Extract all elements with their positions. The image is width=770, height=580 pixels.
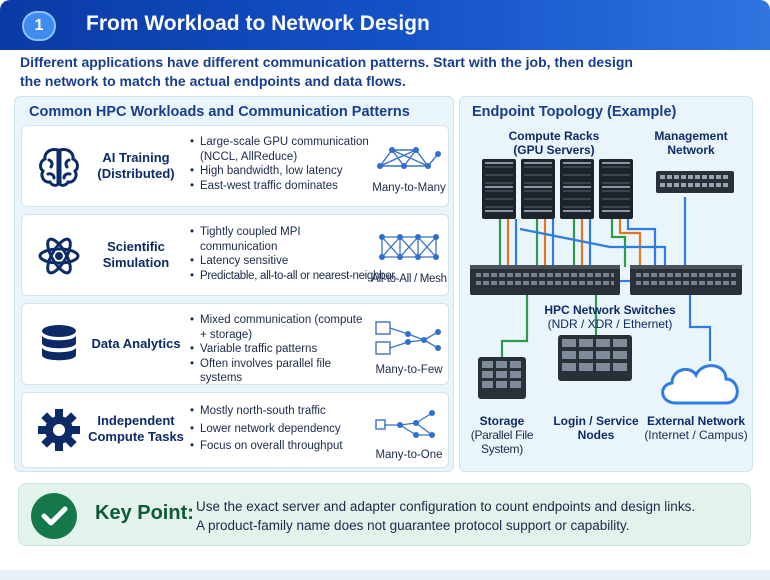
bullet-item: Focus on overall throughput <box>190 439 370 454</box>
label-line: Management <box>654 129 728 143</box>
many-to-few-pattern-diagram <box>375 321 441 355</box>
checkmark-icon <box>31 493 77 539</box>
label-line: (Parallel File System) <box>470 428 534 456</box>
management-switch-icon <box>656 171 734 193</box>
pattern-label: Many-to-Few <box>375 364 443 376</box>
workload-card-ai-training: AI Training (Distributed) Large-scale GP… <box>21 125 449 207</box>
label-line: Nodes <box>577 428 615 442</box>
workload-name-data-analytics: Data Analytics <box>88 336 184 352</box>
workload-bullets: Tightly coupled MPI communication Latenc… <box>190 225 395 284</box>
bottom-strip <box>0 570 770 580</box>
external-link-blue <box>688 295 712 361</box>
label-line: Network <box>667 143 715 157</box>
many-to-many-pattern-diagram <box>377 147 441 169</box>
workload-name-independent-compute: Independent Compute Tasks <box>88 413 184 445</box>
server-rack-icon <box>482 159 516 219</box>
label-line: Storage <box>479 414 525 428</box>
bullet-item: Predictable, all-to-all or nearest-neigh… <box>190 269 395 284</box>
bullet-item: Lower network dependency <box>190 422 370 440</box>
compute-racks-label: Compute Racks (GPU Servers) <box>494 129 614 157</box>
workload-name-line: (Distributed) <box>97 166 175 181</box>
server-rack-icon <box>521 159 555 219</box>
server-rack-icon <box>560 159 594 219</box>
bullet-item: East-west traffic dominates <box>190 179 370 194</box>
hpc-switch-icon-right <box>630 265 742 295</box>
workloads-panel-title: Common HPC Workloads and Communication P… <box>29 104 410 120</box>
step-number-badge: 1 <box>22 11 56 41</box>
header-bar: 1 From Workload to Network Design <box>0 0 770 50</box>
storage-link-green <box>500 295 529 363</box>
key-point-box: Key Point: Use the exact server and adap… <box>18 483 751 546</box>
key-point-line-1: Use the exact server and adapter configu… <box>196 499 696 514</box>
workload-name-line: Independent <box>97 413 175 428</box>
cloud-icon <box>661 364 739 405</box>
login-nodes-label: Login / Service Nodes <box>546 414 646 442</box>
database-icon <box>42 325 76 361</box>
bullet-item: Latency sensitive <box>190 254 370 269</box>
label-line: (GPU Servers) <box>513 143 595 157</box>
workload-name-ai-training: AI Training (Distributed) <box>88 150 184 182</box>
label-line: Login / Service <box>553 414 639 428</box>
bullet-item: Variable traffic patterns <box>190 342 370 357</box>
workload-card-independent-compute: Independent Compute Tasks Mostly north-s… <box>21 392 449 468</box>
topology-panel: Endpoint Topology (Example) Compute Rack… <box>459 96 753 472</box>
label-line: (NDR / XDR / Ethernet) <box>547 317 673 331</box>
intro-line-1: Different applications have different co… <box>20 54 633 70</box>
label-line: (Internet / Campus) <box>644 428 748 442</box>
label-line: HPC Network Switches <box>544 303 676 317</box>
rack4-link-orange <box>618 219 642 267</box>
workload-name-line: AI Training <box>102 150 170 165</box>
workload-name-line: Simulation <box>102 255 170 270</box>
mesh-pattern-diagram <box>379 234 439 260</box>
bullet-item: Often involves parallel file systems <box>190 357 370 386</box>
login-nodes-icon <box>558 335 632 381</box>
bullet-item: High bandwidth, low latency <box>190 164 370 179</box>
bullet-item: Large-scale GPU communication (NCCL, All… <box>190 135 370 164</box>
label-line: External Network <box>646 414 746 428</box>
rack4-link-green <box>610 219 627 267</box>
bullet-item: Mostly north-south traffic <box>190 404 370 422</box>
workload-name-scientific-simulation: Scientific Simulation <box>88 239 184 271</box>
brain-icon <box>39 148 79 187</box>
pattern-label: Many-to-One <box>375 449 443 461</box>
bullet-item: Mixed communication (compute + storage) <box>190 313 370 342</box>
key-point-line-2: A product-family name does not guarantee… <box>196 518 630 533</box>
workload-bullets: Large-scale GPU communication (NCCL, All… <box>190 135 370 193</box>
pattern-label: All-to-All / Mesh <box>371 273 447 285</box>
cross-link-blue <box>519 227 667 267</box>
storage-label: Storage (Parallel File System) <box>452 414 552 456</box>
intro-line-2: the network to match the actual endpoint… <box>20 73 406 89</box>
gear-icon <box>38 409 80 451</box>
server-rack-icon <box>599 159 633 219</box>
workload-card-data-analytics: Data Analytics Mixed communication (comp… <box>21 303 449 385</box>
hpc-switches-label: HPC Network Switches (NDR / XDR / Ethern… <box>520 303 700 331</box>
atom-icon <box>38 237 80 275</box>
workload-name-line: Compute Tasks <box>88 429 184 444</box>
rack4-link-blue <box>626 219 657 267</box>
storage-array-icon <box>478 357 526 399</box>
workload-bullets: Mostly north-south traffic Lower network… <box>190 404 370 454</box>
topology-panel-title: Endpoint Topology (Example) <box>472 104 677 120</box>
workload-bullets: Mixed communication (compute + storage) … <box>190 313 370 386</box>
external-network-label: External Network (Internet / Campus) <box>642 414 750 442</box>
label-line: Compute Racks <box>508 129 600 143</box>
workloads-panel: Common HPC Workloads and Communication P… <box>14 96 454 472</box>
intro-text: Different applications have different co… <box>20 53 680 91</box>
key-point-text: Use the exact server and adapter configu… <box>196 497 695 535</box>
management-network-label: Management Network <box>646 129 736 157</box>
bullet-item: Tightly coupled MPI communication <box>190 225 370 254</box>
hpc-switch-icon-left <box>470 265 620 295</box>
workload-card-scientific-simulation: Scientific Simulation Tightly coupled MP… <box>21 214 449 296</box>
workload-name-line: Scientific <box>107 239 165 254</box>
page-title: From Workload to Network Design <box>86 12 430 35</box>
key-point-title: Key Point: <box>95 502 194 524</box>
topology-diagram <box>470 159 742 405</box>
many-to-one-pattern-diagram <box>375 410 435 438</box>
compute-rack-icons <box>482 159 633 219</box>
workload-name-line: Data Analytics <box>91 336 181 351</box>
pattern-label: Many-to-Many <box>372 182 446 194</box>
